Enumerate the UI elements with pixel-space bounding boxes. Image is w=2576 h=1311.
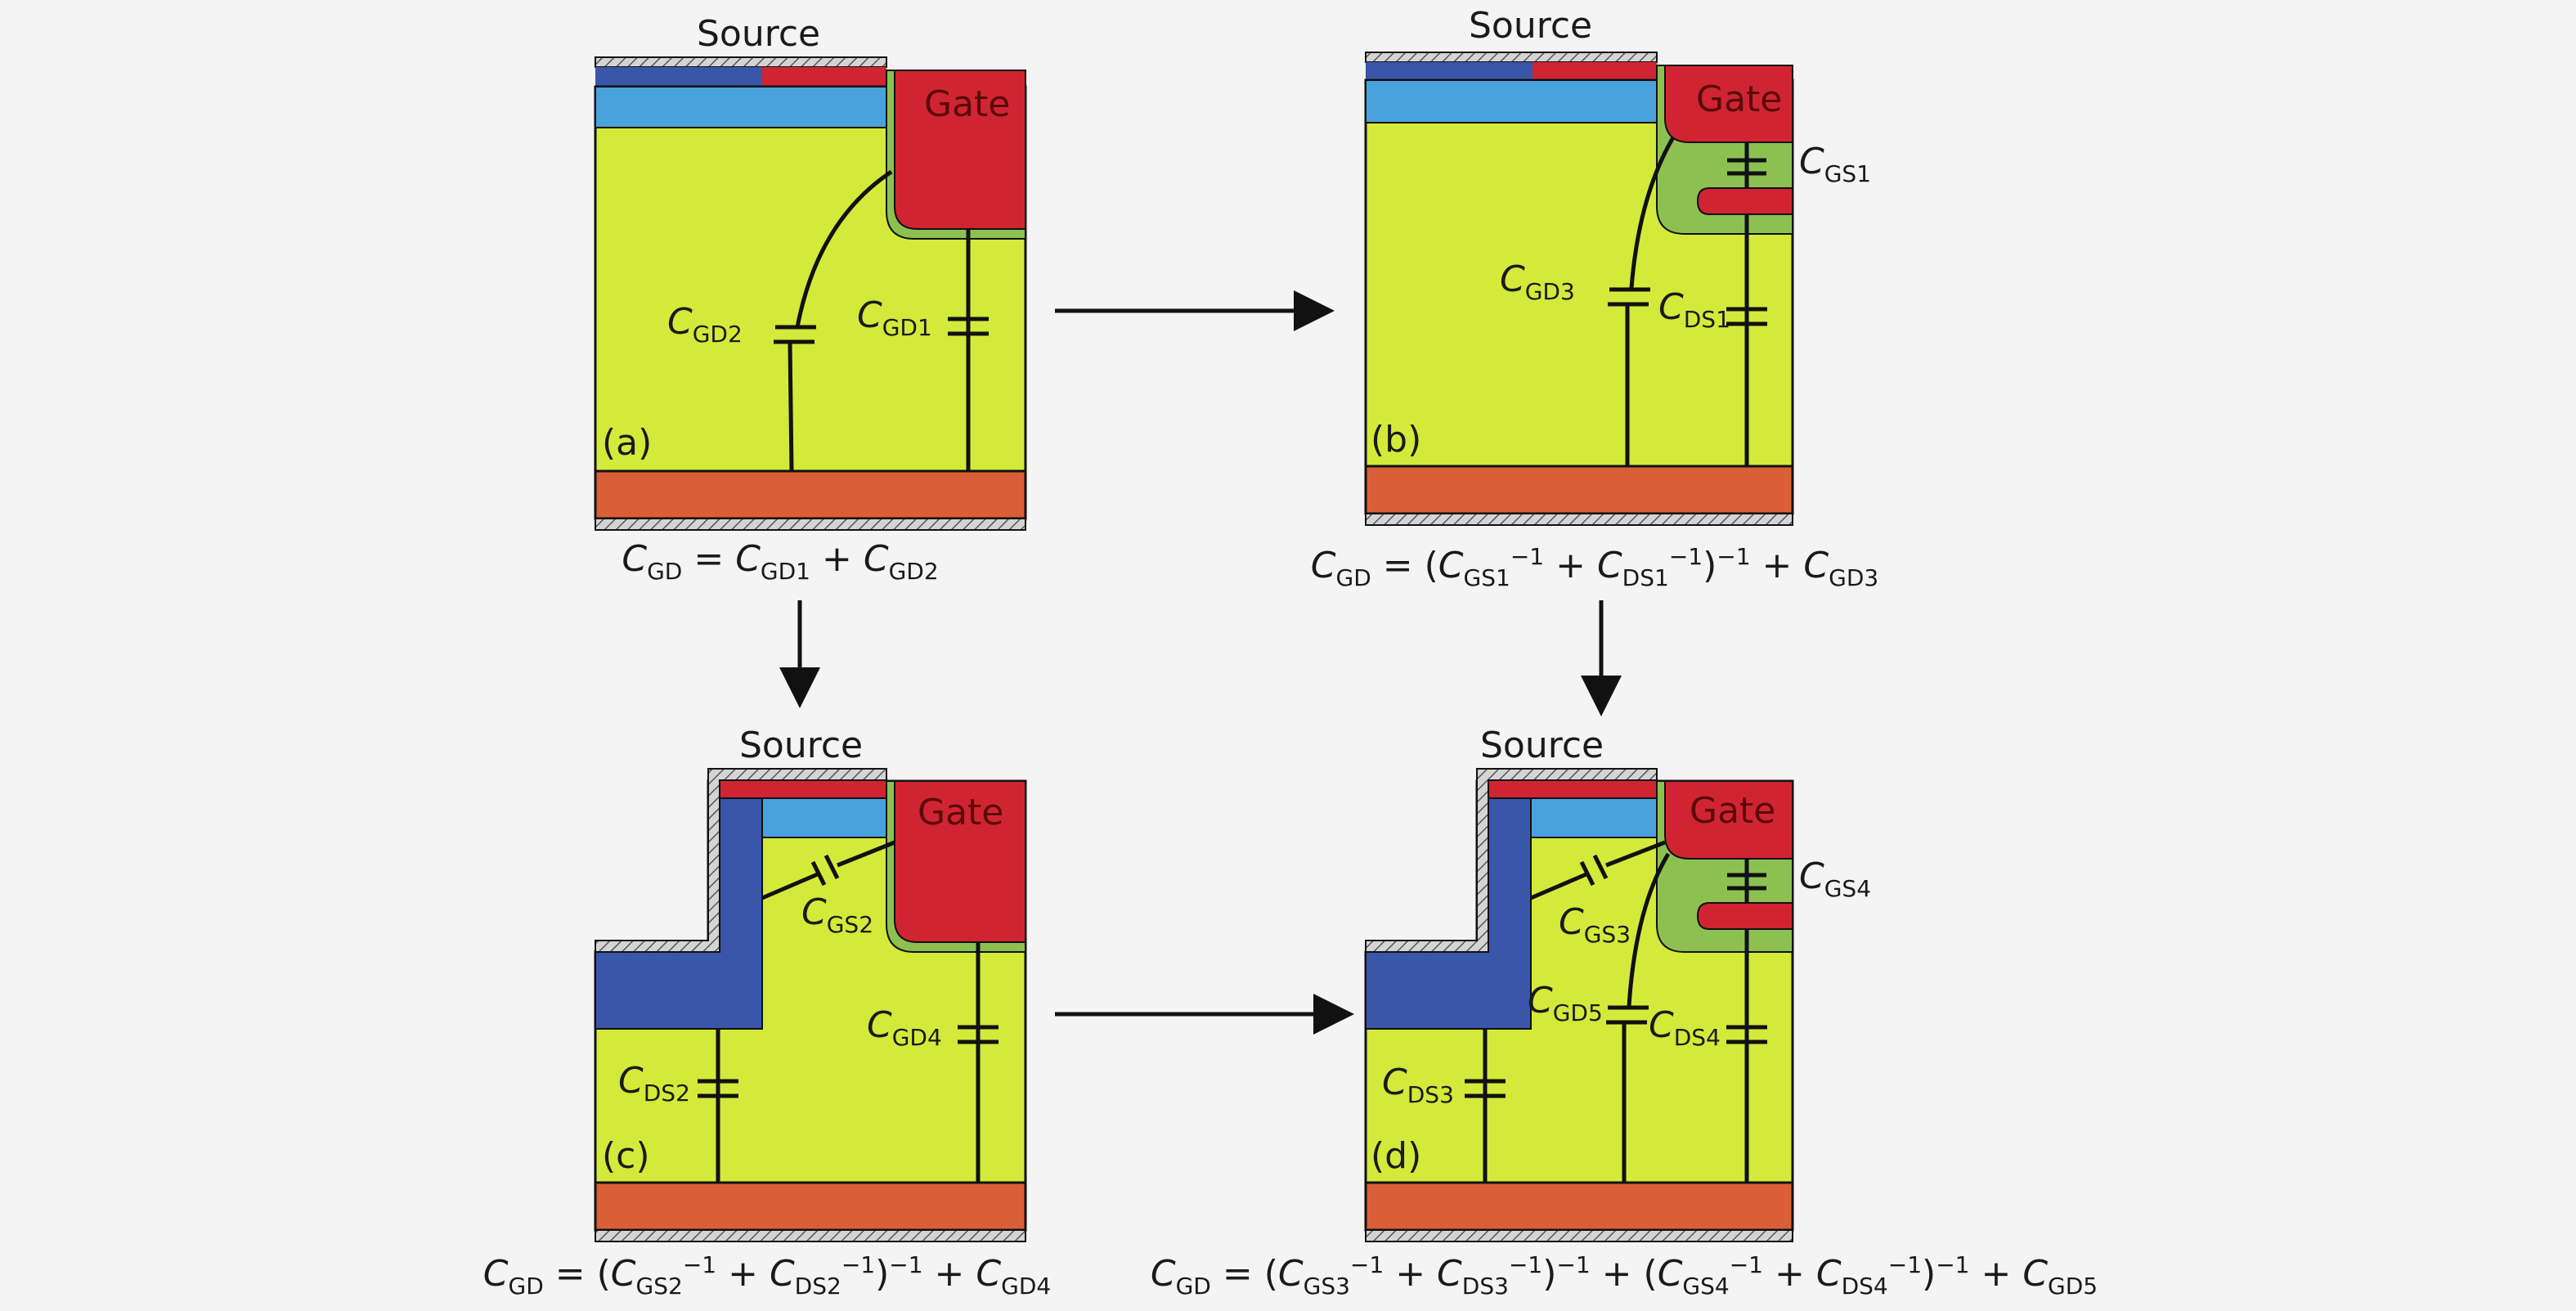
equation-b: CGD = (CGS1−1 + CDS1−1)−1 + CGD3	[1311, 543, 1878, 591]
shield-electrode	[1696, 902, 1793, 930]
cgs2-wire	[761, 840, 895, 900]
cgs3-plate-right	[1592, 854, 1609, 880]
gate-label: Gate	[918, 792, 1003, 833]
substrate	[594, 469, 1027, 520]
cgd2-wire	[788, 169, 893, 472]
equation-a: CGD = CGD1 + CGD2	[622, 538, 938, 585]
panel-tag: (d)	[1371, 1135, 1421, 1177]
cgs2-plate-left	[810, 860, 827, 887]
drain-metal	[595, 1229, 1026, 1242]
p-plus-region	[1366, 62, 1533, 80]
cds1-label: CDS1	[1658, 286, 1730, 333]
gate-label: Gate	[1690, 790, 1775, 832]
cgd3-wire	[1625, 136, 1676, 466]
cgs3-wire	[1530, 840, 1666, 900]
cgs3-label: CGS3	[1559, 901, 1631, 948]
n-plus-red-region	[762, 67, 886, 87]
source-metal	[595, 56, 887, 68]
cds3-label: CDS3	[1382, 1062, 1454, 1108]
cds2-label: CDS2	[618, 1060, 690, 1107]
drain-metal	[595, 518, 1026, 531]
cgs2-plate-right	[824, 854, 840, 880]
equation-d: CGD = (CGS3−1 + CDS3−1)−1 + (CGS4−1 + CD…	[1151, 1251, 2098, 1300]
n-source-region	[1530, 797, 1658, 838]
n-source-region	[761, 797, 887, 838]
panel-d: Gate Source (d) CGS3 CGS4 CGD5 CDS4 CDS3	[1364, 725, 1871, 1242]
gate-electrode	[894, 70, 1026, 230]
cgd5-label: CGD5	[1528, 980, 1603, 1026]
drain-metal	[1365, 513, 1793, 526]
cgs2-label: CGS2	[801, 891, 873, 938]
source-label: Source	[1469, 5, 1592, 47]
source-label: Source	[1480, 725, 1604, 766]
cgd4-label: CGD4	[867, 1004, 942, 1051]
cgs3-plate-left	[1579, 860, 1595, 887]
cgd3-label: CGD3	[1500, 258, 1575, 305]
n-source-region	[1365, 79, 1658, 123]
panel-c: Gate Source (c) CGS2 CGD4 CDS2	[594, 725, 1027, 1242]
n-plus-red-region	[1533, 62, 1657, 80]
panel-tag: (a)	[602, 422, 652, 464]
panel-a: Gate Source (a) CGD2 CGD1	[594, 13, 1027, 531]
source-label: Source	[697, 13, 820, 55]
n-plus-red-region	[1488, 779, 1658, 799]
equation-c: CGD = (CGS2−1 + CDS2−1)−1 + CGD4	[483, 1251, 1051, 1300]
p-plus-region	[595, 67, 762, 87]
cds4-label: CDS4	[1649, 1004, 1721, 1051]
gate-label: Gate	[1696, 79, 1782, 120]
source-metal	[1365, 52, 1658, 63]
p-shield-region	[595, 779, 763, 1030]
cgd1-label: CGD1	[857, 294, 932, 341]
gate-electrode	[894, 780, 1026, 943]
panel-tag: (c)	[602, 1135, 650, 1177]
shield-electrode	[1696, 187, 1793, 215]
p-shield-region	[1365, 779, 1532, 1030]
cgs1-label: CGS1	[1799, 141, 1871, 187]
substrate	[1364, 465, 1794, 515]
n-plus-red-region	[719, 779, 887, 799]
substrate	[594, 1181, 1027, 1232]
gate-label: Gate	[924, 83, 1010, 125]
gate-electrode	[1664, 780, 1793, 860]
cgd2-label: CGD2	[667, 301, 743, 348]
panel-tag: (b)	[1371, 419, 1421, 460]
source-label: Source	[739, 725, 863, 766]
cgs4-label: CGS4	[1799, 855, 1871, 902]
panel-b: Gate Source (b) CGS1 CGD3 CDS1	[1364, 5, 1871, 526]
cgd5-wire	[1622, 852, 1671, 1183]
drain-metal	[1365, 1229, 1793, 1242]
n-source-region	[595, 86, 887, 128]
substrate	[1364, 1181, 1794, 1232]
